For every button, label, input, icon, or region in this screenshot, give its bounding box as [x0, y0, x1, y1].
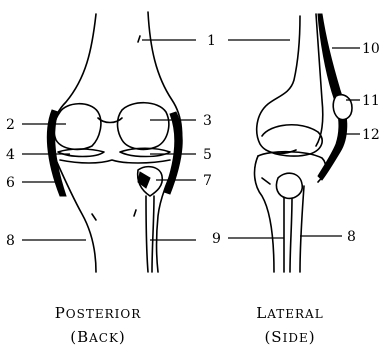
- posterior-meniscus-left: [58, 149, 104, 157]
- caption-back-close: ): [119, 328, 126, 346]
- caption-side: (SIDE): [264, 328, 315, 346]
- posterior-view: [47, 12, 182, 272]
- label-7: 7: [203, 173, 212, 189]
- posterior-mark-c: [134, 210, 136, 216]
- lateral-mark-a: [262, 178, 270, 184]
- posterior-ligament-left: [47, 110, 66, 196]
- caption-side-close: ): [309, 328, 316, 346]
- lateral-patella: [333, 95, 352, 120]
- caption-posterior-initial: P: [55, 304, 66, 322]
- posterior-condyle-right: [118, 103, 169, 150]
- caption-back-rest: ACK: [88, 331, 119, 345]
- label-3: 3: [203, 113, 212, 129]
- posterior-mark-b: [92, 214, 96, 220]
- posterior-tibia-plateau: [60, 160, 170, 163]
- lateral-tibia-back: [300, 186, 304, 272]
- caption-side-open: (: [264, 328, 271, 346]
- label-12: 12: [362, 127, 380, 143]
- caption-side-rest: IDE: [283, 331, 309, 345]
- caption-side-initial: S: [271, 328, 282, 346]
- caption-back-open: (: [70, 328, 77, 346]
- caption-lateral-initial: L: [256, 304, 267, 322]
- captions: POSTERIOR (BACK) LATERAL (SIDE): [55, 304, 324, 346]
- label-8-lateral: 8: [347, 229, 356, 245]
- caption-posterior: POSTERIOR: [55, 304, 142, 322]
- lateral-view: [255, 14, 352, 272]
- label-8-posterior: 8: [6, 233, 15, 249]
- caption-back-initial: B: [77, 328, 89, 346]
- label-11: 11: [362, 93, 380, 109]
- label-1: 1: [207, 33, 216, 49]
- leader-lines: [22, 40, 360, 240]
- lateral-femur-front: [257, 16, 300, 153]
- label-4: 4: [6, 147, 15, 163]
- label-6: 6: [6, 175, 15, 191]
- posterior-fibula: [146, 196, 154, 272]
- label-2: 2: [6, 117, 15, 133]
- lateral-fibula-head: [276, 173, 302, 198]
- posterior-condyle-left: [54, 104, 101, 150]
- lateral-fibula: [284, 198, 292, 272]
- label-9: 9: [212, 231, 221, 247]
- number-labels: 1 2 3 4 5 6 7 8 9 8 10 11 12: [6, 33, 380, 249]
- label-10: 10: [362, 41, 380, 57]
- caption-back: (BACK): [70, 328, 126, 346]
- lateral-tibia-front: [255, 156, 274, 272]
- caption-lateral: LATERAL: [256, 304, 323, 322]
- caption-lateral-rest: ATERAL: [266, 307, 323, 321]
- caption-posterior-rest: OSTERIOR: [66, 307, 141, 321]
- label-5: 5: [203, 147, 212, 163]
- posterior-mark-a: [138, 36, 140, 42]
